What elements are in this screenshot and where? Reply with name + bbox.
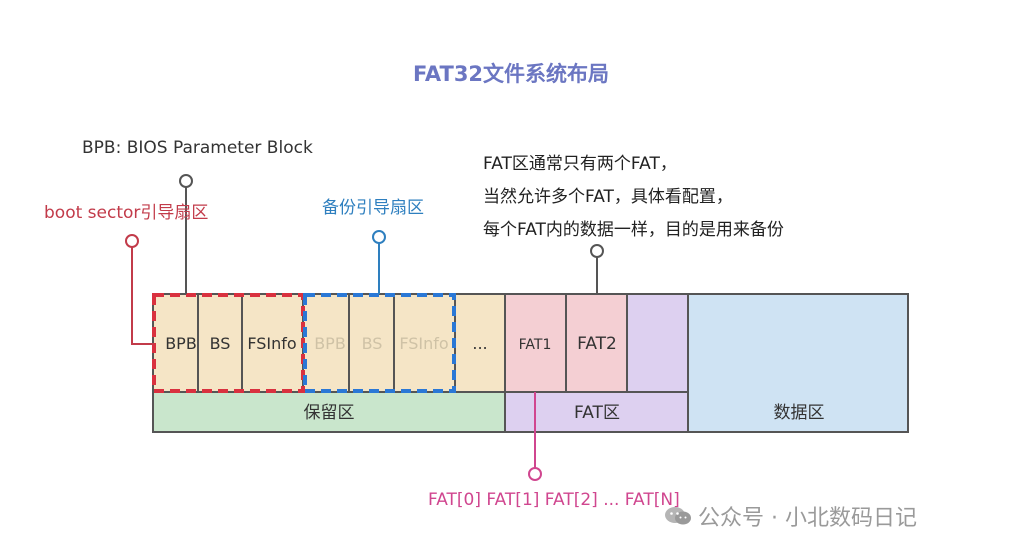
backup-note: 备份引导扇区 — [322, 198, 424, 218]
boot-sector-note: boot sector引导扇区 — [44, 203, 209, 223]
boot-callout-dot — [125, 234, 139, 248]
fat-callout-dot — [590, 244, 604, 258]
cell-bpb: BPB — [165, 334, 197, 353]
fat-note-line-2: 当然允许多个FAT，具体看配置， — [483, 187, 733, 207]
fat-note: FAT区通常只有两个FAT， 当然允许多个FAT，具体看配置， 每个FAT内的数… — [483, 148, 784, 247]
region-fat-label: FAT区 — [574, 403, 620, 423]
fat-note-line-3: 每个FAT内的数据一样，目的是用来备份 — [483, 220, 784, 240]
cell-bs-backup: BS — [362, 334, 383, 353]
bpb-note: BPB: BIOS Parameter Block — [82, 138, 313, 158]
data-region — [687, 293, 909, 433]
cell-fat1: FAT1 — [519, 337, 552, 353]
reserved-region — [152, 391, 506, 433]
cell-ellipsis: ... — [472, 334, 487, 353]
cell-bs: BS — [210, 334, 231, 353]
cell-fsinfo: FSInfo — [247, 334, 296, 353]
backup-sector-outline — [303, 293, 456, 393]
fat-index-note: FAT[0] FAT[1] FAT[2] ... FAT[N] — [428, 490, 680, 510]
fat-note-line-1: FAT区通常只有两个FAT， — [483, 154, 677, 174]
region-data-label: 数据区 — [774, 403, 825, 423]
watermark-text: 公众号 · 小北数码日记 — [698, 506, 917, 531]
fat-region-extra — [626, 293, 689, 393]
backup-callout-dot — [372, 230, 386, 244]
bpb-callout-dot — [179, 174, 193, 188]
region-reserved-label: 保留区 — [304, 403, 355, 423]
cell-bpb-backup: BPB — [314, 334, 346, 353]
cell-fsinfo-backup: FSInfo — [399, 334, 448, 353]
watermark: 公众号 · 小北数码日记 — [664, 500, 917, 532]
boot-callout-line — [131, 247, 154, 345]
page-title: FAT32文件系统布局 — [412, 62, 610, 86]
index-callout-dot — [528, 467, 542, 481]
cell-fat2: FAT2 — [577, 334, 617, 354]
wechat-icon — [664, 506, 692, 526]
reserved-top-area — [152, 293, 506, 393]
